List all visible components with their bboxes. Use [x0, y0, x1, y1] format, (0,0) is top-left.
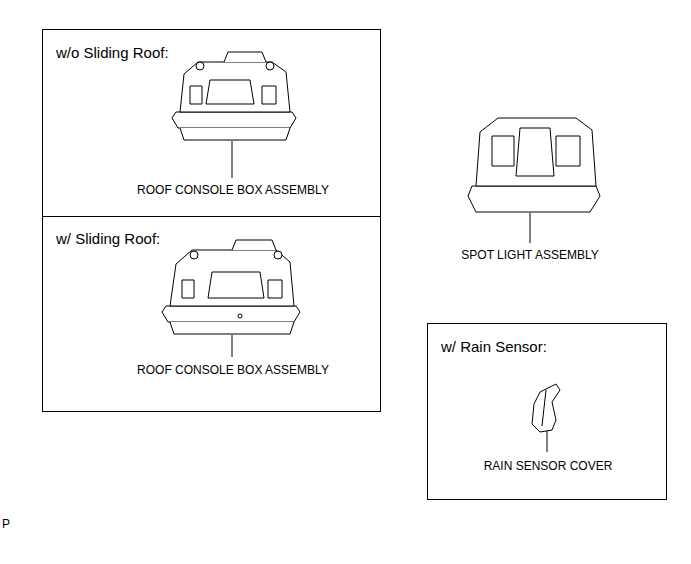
variant-panel: w/o Sliding Roof: ROOF CONSOLE BOX ASSEMB… [42, 29, 381, 217]
part-name: ROOF CONSOLE BOX ASSEMBLY [137, 183, 329, 197]
figure-code: P [2, 517, 10, 531]
panel-heading: w/ Sliding Roof: [56, 230, 160, 248]
panel-heading: w/ Rain Sensor: [441, 338, 547, 356]
part-name: SPOT LIGHT ASSEMBLY [461, 248, 598, 262]
part-name: RAIN SENSOR COVER [484, 459, 613, 473]
variant-panel: w/ Rain Sensor: RAIN SENSOR COVER [427, 323, 667, 500]
part-name: ROOF CONSOLE BOX ASSEMBLY [137, 363, 329, 377]
variant-panel: w/ Sliding Roof: ROOF CONSOLE BOX ASSEMBL… [42, 216, 381, 412]
panel-heading: w/o Sliding Roof: [56, 44, 169, 62]
